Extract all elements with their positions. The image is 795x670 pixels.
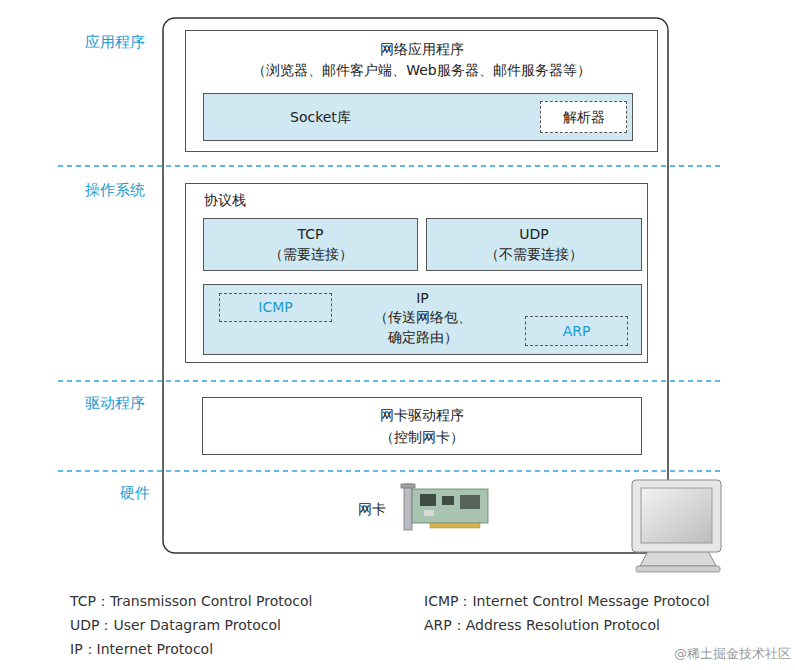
box-title: 协议栈 xyxy=(204,190,246,210)
resolver-box: 解析器 xyxy=(540,101,627,133)
layer-label: 操作系统 xyxy=(85,180,145,200)
footnote: UDP：User Datagram Protocol xyxy=(70,615,281,635)
computer-housing xyxy=(163,18,668,553)
monitor-illustration xyxy=(632,480,721,572)
tcp-box: TCP（需要连接） xyxy=(203,218,418,271)
watermark: @稀土掘金技术社区 xyxy=(674,644,791,664)
box-note: （传送网络包、 确定路由） xyxy=(371,307,475,347)
application-box: 网络应用程序（浏览器、邮件客户端、Web服务器、邮件服务器等） Socket库 解析… xyxy=(185,30,658,152)
box-title: 网卡驱动程序 xyxy=(203,405,641,425)
socket-library-box: Socket库 解析器 xyxy=(203,93,633,141)
arp-box: ARP xyxy=(525,316,628,346)
udp-box: UDP（不需要连接） xyxy=(426,218,642,271)
network-card-illustration xyxy=(401,484,488,530)
footnote: ARP：Address Resolution Protocol xyxy=(424,615,660,635)
layer-label: 应用程序 xyxy=(85,32,145,52)
box-note: （控制网卡） xyxy=(203,427,641,447)
footnote: TCP：Transmisson Control Protocol xyxy=(70,591,312,611)
box-title: 解析器 xyxy=(541,107,626,127)
nic-driver-box: 网卡驱动程序（控制网卡） xyxy=(202,397,642,455)
layer-label: 硬件 xyxy=(120,483,150,503)
box-note: （浏览器、邮件客户端、Web服务器、邮件服务器等） xyxy=(186,60,657,80)
icmp-box: ICMP xyxy=(219,293,332,322)
box-title: ARP xyxy=(526,321,627,341)
footnote: ICMP：Internet Control Message Protocol xyxy=(424,591,710,611)
protocol-stack-box: 协议栈TCP（需要连接）UDP（不需要连接）IP（传送网络包、 确定路由）ICM… xyxy=(185,183,648,363)
box-title: UDP xyxy=(427,224,641,244)
layer-label: 驱动程序 xyxy=(85,393,145,413)
box-note: （需要连接） xyxy=(204,244,417,264)
layer-dividers xyxy=(58,166,722,471)
box-title: ICMP xyxy=(220,297,331,317)
box-title: TCP xyxy=(204,224,417,244)
box-note: （不需要连接） xyxy=(427,244,641,264)
box-title: 网络应用程序 xyxy=(186,39,657,59)
part-label: 网卡 xyxy=(358,499,386,519)
ip-box: IP（传送网络包、 确定路由）ICMPARP xyxy=(203,284,642,355)
footnote: IP：Internet Protocol xyxy=(70,639,213,659)
box-title: Socket库 xyxy=(290,107,351,127)
